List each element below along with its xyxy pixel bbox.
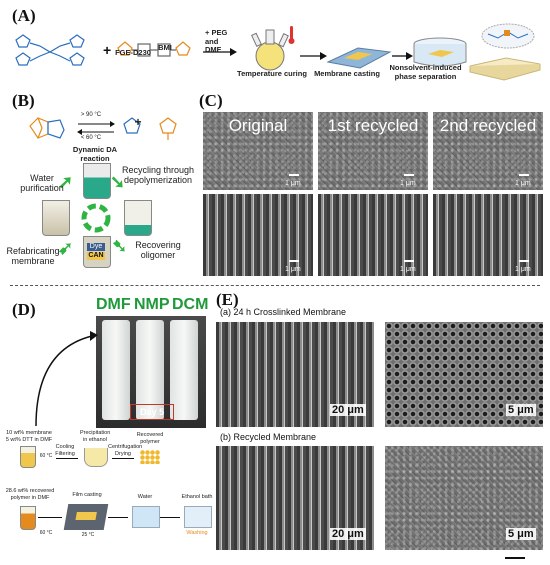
scale-bar-c6 [519, 260, 529, 262]
panel-e-letter: (E) [216, 290, 239, 309]
process1-step-a: Cooling Filtering [55, 444, 75, 457]
panel-a-scheme: + [15, 23, 541, 81]
scale-e2: 5 μm [506, 404, 536, 416]
col-2nd-recycled: 2nd recycled [439, 116, 537, 135]
fge-molecule [15, 34, 85, 66]
process1-step-c: Centrifugation Drying [108, 444, 143, 457]
scale-bar-c3 [519, 174, 529, 176]
scale-c1: 1 μm [285, 180, 301, 187]
label-refabricating: Refabricating membrane [6, 246, 60, 266]
scale-c2: 1 μm [400, 180, 416, 187]
scale-c3: 1 μm [515, 180, 531, 187]
sem-2nd-cross [433, 194, 543, 276]
vial-recycling [124, 200, 152, 236]
da-reaction-scheme [29, 117, 177, 140]
step-nips: Nonsolvent-induced phase separation [389, 63, 462, 81]
solvent-dmf: DMF [96, 296, 131, 313]
scale-e4: 5 μm [506, 528, 536, 540]
bottom-scale-bar [505, 557, 525, 559]
scale-bar-c4 [289, 260, 299, 262]
panel-c-letter: (C) [199, 91, 223, 110]
sem-original-cross [203, 194, 313, 276]
col-original: Original [228, 116, 288, 135]
section-divider [10, 285, 540, 286]
label-water-purification: Water purification [20, 173, 64, 193]
recycle-icon [81, 203, 111, 233]
scale-e1: 20 μm [330, 404, 366, 416]
curved-arrow [35, 331, 98, 427]
temp-low: < 60 °C [80, 135, 102, 141]
panel-b-letter: (B) [12, 91, 35, 110]
cycle-arrow-4: ➚ [58, 172, 74, 192]
cycle-arrow-3: ➹ [58, 238, 74, 258]
process1-beaker [84, 448, 108, 467]
casting-machine-icon [63, 504, 109, 530]
vials-photo [96, 316, 206, 428]
water-bath-icon [132, 506, 160, 528]
process1-arrow-1 [56, 458, 78, 459]
panel-a-letter: (A) [12, 6, 36, 25]
process2-step-c: Ethanol bath [181, 494, 213, 500]
process2-temp2: 25 °C [81, 532, 95, 538]
process2-washing: Washing [186, 530, 208, 536]
membrane-block-icon [469, 23, 541, 81]
process2-step-b: Water [137, 494, 153, 500]
cycle-arrow-2: ➷ [112, 236, 128, 256]
solvent-dcm: DCM [172, 296, 209, 313]
cycle-arrow-1: ➘ [110, 172, 126, 192]
solvent-nmp: NMP [134, 296, 170, 313]
process1-temp: 60 °C [39, 453, 53, 459]
label-recycling: Recycling through depolymerization [121, 165, 195, 185]
bath-icon [413, 37, 467, 67]
label-recovering: Recovering oligomer [135, 240, 181, 260]
process2-vial [20, 506, 36, 530]
dye-badge: Dye [87, 243, 105, 251]
scale-bar-c1 [289, 174, 299, 176]
reaction-plus: + [134, 115, 142, 129]
da-reaction-label: Dynamic DA reaction [72, 145, 118, 163]
sub-b-label: (b) Recycled Membrane [220, 432, 317, 442]
ethanol-bath-icon [184, 506, 212, 528]
vial-water-purification [83, 163, 111, 199]
process2-step-a: Film casting [72, 492, 102, 498]
process2-arrow-2 [108, 517, 128, 518]
sem-original-surface [203, 112, 313, 190]
process1-vial [20, 446, 36, 468]
process2-arrow-1 [38, 517, 62, 518]
svg-text:+: + [103, 42, 111, 58]
process2-arrow-3 [160, 517, 180, 518]
scale-bar-c2 [404, 174, 414, 176]
scale-c6: 1 μm [515, 266, 531, 273]
bmi-label: BMI [158, 43, 172, 52]
process2-vial-text: 28.6 wt% recovered polymer in DMF [5, 488, 55, 501]
col-1st-recycled: 1st recycled [327, 116, 419, 135]
sem-1st-cross [318, 194, 428, 276]
process1-step-d: Recovered polymer [136, 432, 164, 445]
can-badge: CAN [87, 252, 105, 260]
process1-arrow-2 [112, 458, 134, 459]
temp-high: > 90 °C [80, 112, 102, 118]
scale-c4: 1 μm [285, 266, 301, 273]
sem-1st-surface [318, 112, 428, 190]
process1-vial-text: 10 wt% membrane 5 wt% DTT in DMF [5, 430, 53, 443]
scale-e3: 20 μm [330, 528, 366, 540]
scale-c5: 1 μm [400, 266, 416, 273]
panel-d-letter: (D) [12, 300, 36, 319]
bmi-molecule [117, 41, 191, 57]
step-temperature-curing: Temperature curing [237, 69, 307, 78]
flask-icon [250, 26, 295, 71]
day-5-label: Day 5 [130, 404, 174, 420]
reagents-label: + PEG and DMF [205, 28, 228, 54]
process2-temp: 60 °C [39, 530, 53, 536]
sub-a-label: (a) 24 h Crosslinked Membrane [220, 307, 347, 317]
sem-2nd-surface [433, 112, 543, 190]
vial-refabricating [42, 200, 70, 236]
fge-label: FGE-D230 [115, 48, 151, 57]
casting-plate-icon [326, 47, 392, 69]
step-membrane-casting: Membrane casting [314, 69, 380, 78]
process1-step-b: Precipitation in ethanol [80, 430, 111, 443]
recovered-polymer-icon [140, 450, 160, 464]
scale-bar-c5 [404, 260, 414, 262]
